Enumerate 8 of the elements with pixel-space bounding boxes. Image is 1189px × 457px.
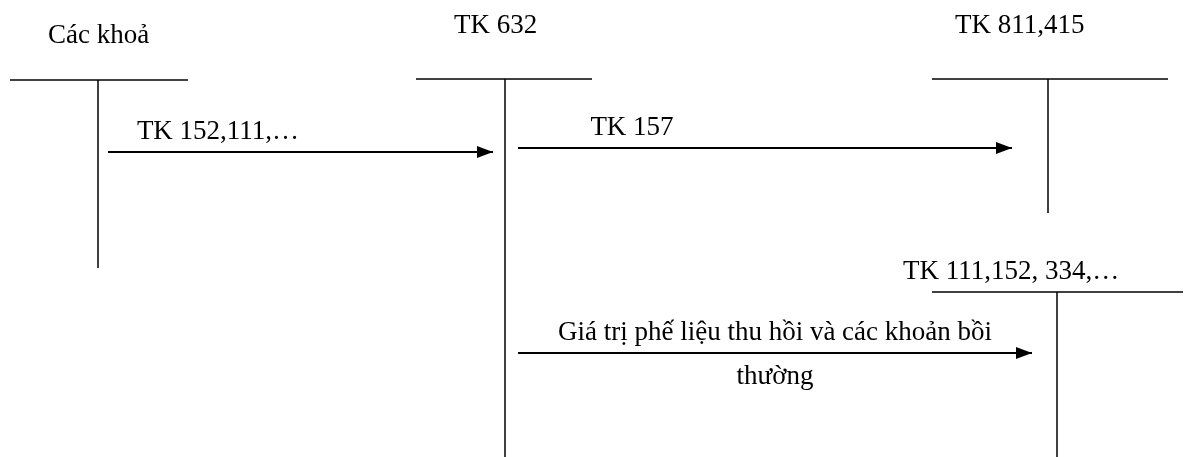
account-title: Các khoả — [48, 18, 150, 50]
account-title: TK 632 — [454, 8, 538, 40]
account-title: TK 111,152, 334,… — [903, 254, 1120, 286]
edge-label: Giá trị phế liệu thu hồi và các khoản bồi thường — [556, 315, 994, 392]
arrow — [517, 347, 1033, 359]
account-title: TK 811,415 — [955, 8, 1085, 40]
arrow — [107, 146, 494, 158]
arrow — [517, 142, 1013, 154]
